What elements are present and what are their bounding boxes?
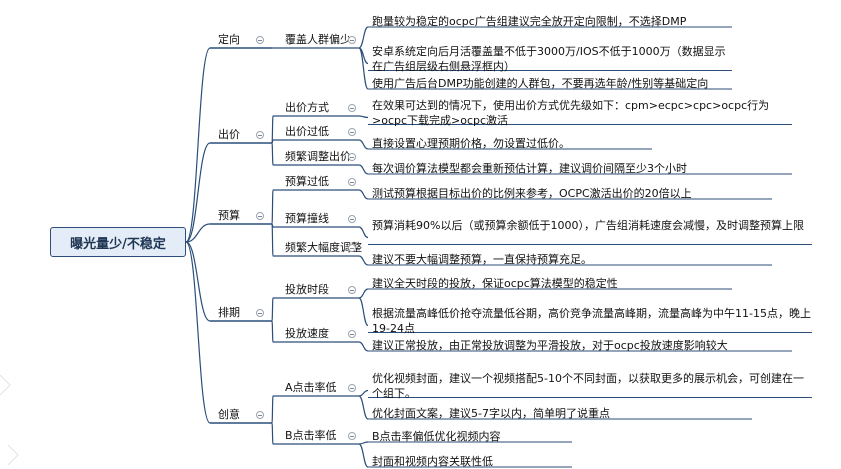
subtopic-2-1[interactable]: 预算撞线	[285, 212, 329, 225]
connector-line	[358, 164, 369, 175]
subtopic-2-2[interactable]: 频繁大幅度调整	[285, 241, 362, 254]
chevron-right-icon	[7, 444, 19, 466]
subtopic-3-1[interactable]: 投放速度	[285, 327, 329, 340]
subtopic-2-0[interactable]: 预算过低	[285, 175, 329, 188]
connector-line	[358, 26, 369, 49]
leaf-0-0-0[interactable]: 跑量较为稳定的ocpc广告组建议完全放开定向限制，不选择DMP	[372, 15, 687, 28]
leaf-2-2-0[interactable]: 建议不要大幅调整预算，一直保持预算充足。	[372, 253, 592, 266]
collapse-toggle-1-0[interactable]	[348, 104, 356, 112]
connector-line	[185, 47, 211, 243]
connector-line	[358, 115, 369, 119]
connector-line	[185, 241, 211, 424]
collapse-toggle-4[interactable]	[256, 411, 264, 419]
leaf-4-0-0[interactable]: 优化视频封面，建议一个视频搭配5-10个不同封面，以获取更多的展示机会，可创建在…	[372, 371, 804, 400]
leaf-1-0-0[interactable]: 在效果可达到的情况下，使用出价方式优先级如下：cpm>ecpc>cpc>ocpc…	[372, 98, 770, 127]
connector-line	[271, 115, 274, 144]
topic-0[interactable]: 定向	[218, 33, 240, 46]
collapse-toggle-2-0[interactable]	[348, 178, 356, 186]
connector-line	[271, 422, 274, 445]
connector-line	[271, 142, 274, 166]
topic-3[interactable]: 排期	[218, 306, 240, 319]
connector-line	[358, 443, 369, 468]
connector-line	[358, 47, 369, 90]
connector-line	[271, 189, 274, 225]
leaf-0-0-2[interactable]: 使用广告后台DMP功能创建的人群包，不要再选年龄/性别等基础定向	[372, 77, 709, 90]
connector-line	[185, 223, 211, 243]
connector-line	[358, 389, 369, 397]
connector-line	[271, 320, 274, 343]
collapse-toggle-2-2[interactable]	[348, 244, 356, 252]
connector-line	[358, 255, 369, 266]
collapse-toggle-4-1[interactable]	[348, 432, 356, 440]
collapse-toggle-3-0[interactable]	[348, 286, 356, 294]
collapse-toggle-4-0[interactable]	[348, 384, 356, 392]
connector-line	[185, 142, 211, 243]
connector-line	[358, 341, 369, 352]
subtopic-3-0[interactable]: 投放时段	[285, 283, 329, 296]
leaf-4-0-1[interactable]: 优化封面文案，建议5-7字以内，简单明了说重点	[372, 407, 610, 420]
subtopic-0-0[interactable]: 覆盖人群偏少	[285, 33, 351, 46]
collapse-toggle-1[interactable]	[256, 131, 264, 139]
leaf-3-1-0[interactable]: 建议正常投放，由正常投放调整为平滑投放，对于ocpc投放速度影响较大	[372, 339, 728, 352]
subtopic-1-2[interactable]: 频繁调整出价	[285, 150, 351, 163]
root-node[interactable]: 曝光量少/不稳定	[50, 227, 186, 257]
leaf-2-1-0[interactable]: 预算消耗90%以后（或预算余额低于1000），广告组消耗速度会减慢，及时调整预算…	[372, 218, 804, 232]
collapse-toggle-0-0[interactable]	[348, 36, 356, 44]
collapse-toggle-1-1[interactable]	[348, 128, 356, 136]
collapse-toggle-2[interactable]	[256, 212, 264, 220]
subtopic-4-1[interactable]: B点击率低	[285, 429, 337, 442]
leaf-2-0-0[interactable]: 测试预算根据目标出价的比例来参考，OCPC激活出价的20倍以上	[372, 187, 692, 200]
subtopic-1-1[interactable]: 出价过低	[285, 125, 329, 138]
leaf-4-1-1[interactable]: 封面和视频内容关联性低	[372, 455, 493, 468]
leaf-1-2-0[interactable]: 每次调价算法模型都会重新预估计算，建议调价间隔至少3个小时	[372, 162, 687, 175]
collapse-toggle-3-1[interactable]	[348, 330, 356, 338]
leaf-4-1-0[interactable]: B点击率偏低优化视频内容	[372, 430, 501, 443]
leaf-0-0-1[interactable]: 安卓系统定向后月活覆盖量不低于3000万/IOS不低于1000万（数据显示在广告…	[372, 44, 726, 73]
connector-line	[271, 223, 274, 257]
connector-line	[358, 139, 369, 150]
connector-line	[185, 241, 211, 322]
collapse-toggle-2-1[interactable]	[348, 215, 356, 223]
topic-4[interactable]: 创意	[218, 408, 240, 421]
collapse-toggle-0[interactable]	[256, 36, 264, 44]
connector-line	[358, 297, 369, 327]
connector-line	[358, 441, 369, 445]
leaf-3-0-0[interactable]: 建议全天时段的投放，保证ocpc算法模型的稳定性	[372, 277, 618, 290]
connector-line	[358, 189, 369, 200]
collapse-toggle-3[interactable]	[256, 309, 264, 317]
connector-line	[271, 297, 274, 322]
subtopic-1-0[interactable]: 出价方式	[285, 101, 329, 114]
connector-line	[358, 288, 369, 299]
connector-line	[358, 395, 369, 420]
leaf-1-1-0[interactable]: 直接设置心理预期价格，勿设置过低价。	[372, 137, 570, 150]
connector-line	[358, 226, 369, 239]
collapse-toggle-1-2[interactable]	[348, 153, 356, 161]
topic-2[interactable]: 预算	[218, 209, 240, 222]
connector-line	[271, 395, 274, 424]
leaf-3-0-1[interactable]: 根据流量高峰低价抢夺流量低谷期，高价竞争流量高峰期，流量高峰为中午11-15点，…	[372, 306, 811, 335]
chevron-right-icon	[0, 374, 11, 396]
subtopic-4-0[interactable]: A点击率低	[285, 381, 337, 394]
topic-1[interactable]: 出价	[218, 128, 240, 141]
